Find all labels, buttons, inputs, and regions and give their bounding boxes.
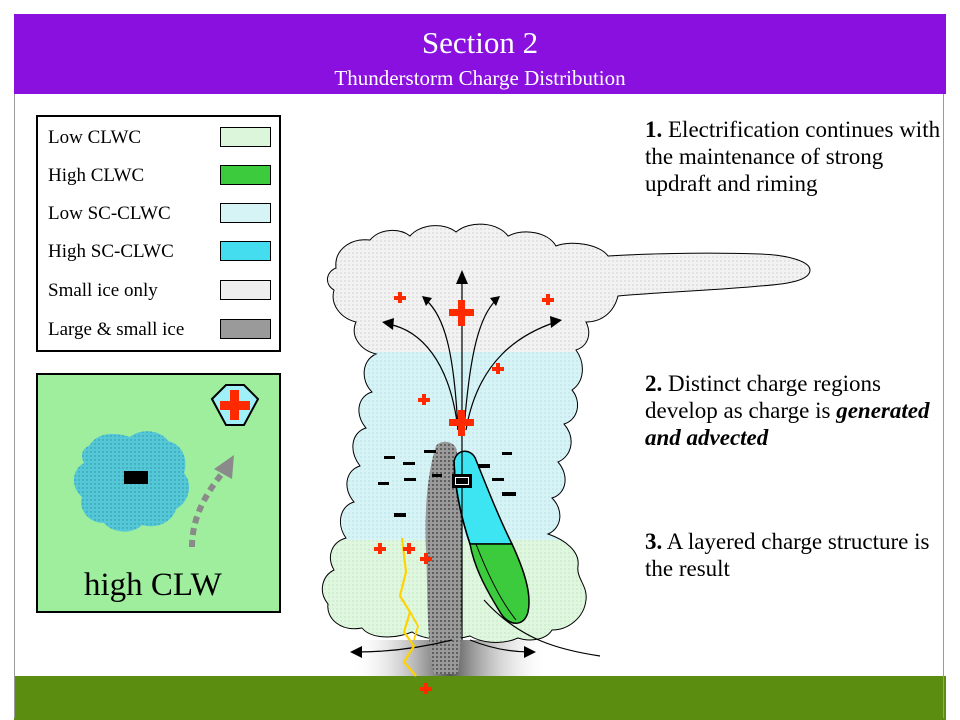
legend-label: Small ice only (48, 280, 158, 301)
inset-label: high CLW (84, 567, 222, 603)
positive-charge-h (220, 401, 250, 410)
step-3-text: 3. A layered charge structure is the res… (645, 528, 945, 582)
step-emphasis: generated and advected (645, 398, 930, 450)
airflow-streamlines (355, 280, 601, 657)
step-number: 2. (645, 371, 663, 396)
slide-title: Section 2 (421, 25, 539, 60)
positive-charge-large-top (449, 300, 474, 326)
legend-item-low-clwc: Low CLWC (38, 121, 283, 161)
cloud-outline (321, 223, 811, 643)
anvil-small-ice-zone (322, 224, 810, 352)
inset-panel: high CLW (36, 373, 281, 613)
positive-charge-ground (420, 683, 432, 694)
positive-charge-small (418, 394, 430, 405)
arrow-head (214, 455, 234, 479)
dashed-transfer-arrow (189, 469, 227, 548)
legend-swatch-high-sc-clwc (220, 241, 271, 261)
positive-charge-small (542, 294, 554, 305)
legend-swatch-high-clwc (220, 165, 271, 185)
legend-item-large-small-ice: Large & small ice (38, 313, 283, 353)
legend-item-small-ice: Small ice only (38, 274, 283, 314)
legend-swatch-large-small-ice (220, 319, 271, 339)
step-1-text: 1. Electrification continues with the ma… (645, 116, 945, 197)
legend-item-high-clwc: High CLWC (38, 159, 283, 199)
positive-charge-small (374, 543, 386, 554)
slide-subtitle: Thunderstorm Charge Distribution (334, 66, 626, 90)
step-2-text: 2. Distinct charge regions develop as ch… (645, 370, 945, 451)
positive-charges (374, 292, 554, 694)
legend-swatch-small-ice (220, 280, 271, 300)
high-clwc-updraft (469, 543, 530, 624)
legend-item-high-sc-clwc: High SC-CLWC (38, 235, 283, 275)
airflow-arrowheads (350, 270, 562, 658)
step-number: 1. (645, 117, 663, 142)
positive-charge-small (492, 363, 504, 374)
ground (14, 676, 946, 720)
title-bar: Section 2 Thunderstorm Charge Distributi… (14, 14, 946, 94)
graupel-column (425, 441, 462, 674)
step-description: Electrification continues with the maint… (645, 117, 941, 196)
legend-swatch-low-clwc (220, 127, 271, 147)
legend-swatch-low-sc-clwc (220, 203, 271, 223)
legend-label: Large & small ice (48, 319, 185, 340)
legend-label: High SC-CLWC (48, 241, 174, 262)
lightning-bolt (398, 537, 417, 677)
positive-charge-small (420, 553, 432, 564)
positive-charge-small (403, 543, 415, 554)
legend-label: Low CLWC (48, 127, 142, 148)
positive-charge-small (394, 292, 406, 303)
legend: Low CLWC High CLWC Low SC-CLWC High SC-C… (36, 115, 281, 352)
legend-label: High CLWC (48, 165, 145, 186)
step-description: Distinct charge regions develop as charg… (645, 371, 881, 423)
inset-graphic (73, 384, 260, 548)
step-number: 3. (645, 529, 663, 554)
legend-label: Low SC-CLWC (48, 203, 171, 224)
positive-charge-large-mid (449, 410, 474, 436)
legend-item-low-sc-clwc: Low SC-CLWC (38, 197, 283, 237)
step-description: A layered charge structure is the result (645, 529, 930, 581)
